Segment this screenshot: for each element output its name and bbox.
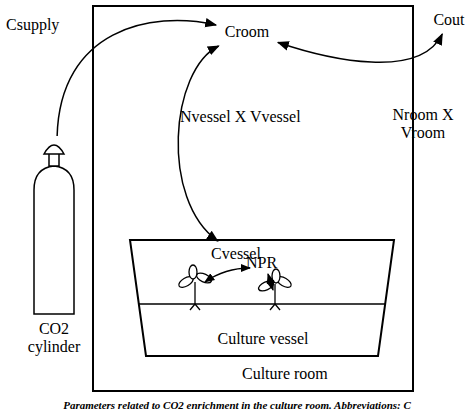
node-label: Cout (428, 11, 470, 29)
node-label: Croom (218, 23, 276, 41)
co2-cylinder: CO2 cylinder (20, 138, 88, 364)
cylinder-body (34, 166, 74, 314)
culture-room: Culture roomCroomCulture vesselCvessel (92, 5, 414, 392)
flow-label: Nvessel X Vvessel (180, 108, 330, 126)
process-label: NPR (246, 254, 286, 272)
flow-arrow (278, 34, 442, 62)
node-label: Culture vessel (188, 330, 338, 348)
concentration-node: Croom (218, 20, 276, 44)
npr-arrow (268, 274, 273, 290)
vessel-shape (130, 240, 394, 356)
flow-label: Csupply (6, 16, 86, 34)
flow-label: Nroom X Vroom (392, 106, 454, 142)
node-label: Culture room (242, 365, 382, 383)
cylinder-valve (44, 145, 64, 154)
medium-surface (139, 303, 385, 305)
npr-arrow (205, 268, 250, 282)
concentration-node: Cout (428, 8, 470, 32)
figure-caption: Parameters related to CO2 enrichment in … (0, 399, 474, 412)
node-label: CO2 cylinder (20, 320, 88, 356)
flow-arrow (178, 46, 218, 241)
